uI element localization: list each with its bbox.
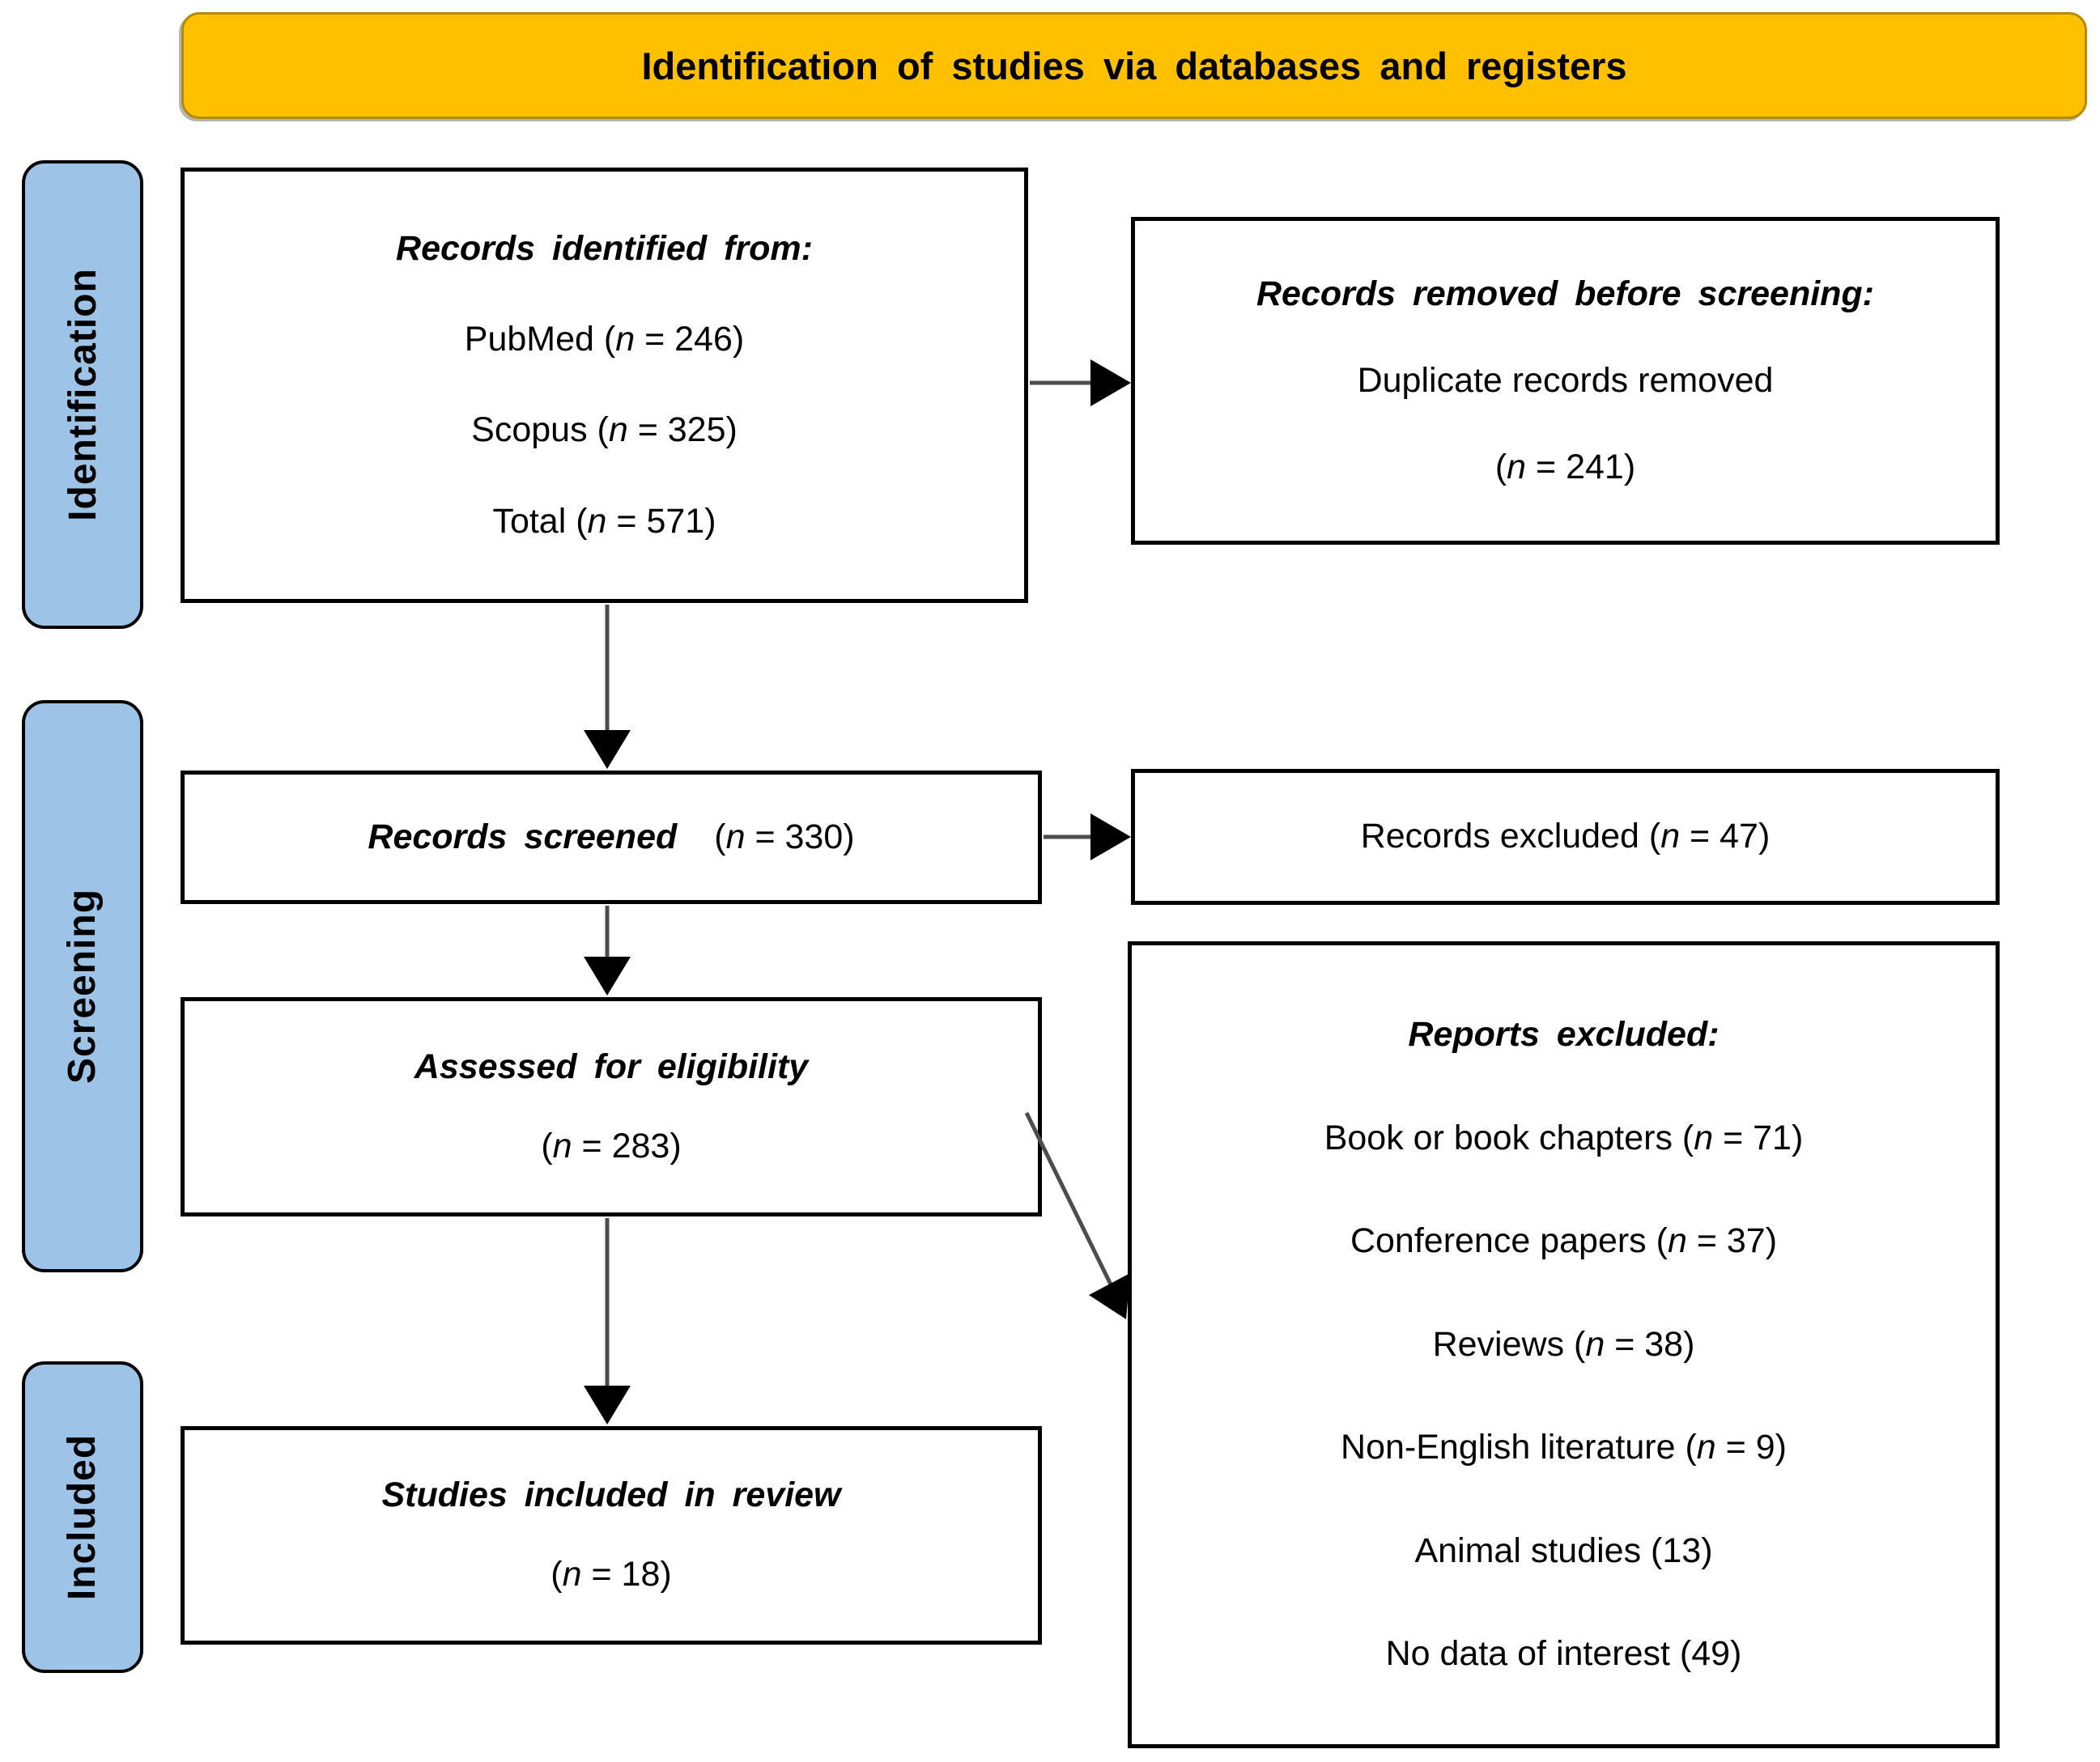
arrow-eligibility-to-included [584,1218,631,1424]
box-line: Scopus (n = 325) [471,410,738,450]
box-line: Duplicate records removed [1357,360,1774,400]
box-count: (n = 283) [541,1126,682,1165]
arrow-identified-to-removed [1030,359,1131,406]
box-heading: Records removed before screening: [1256,274,1875,313]
banner-title-text: Identification of studies via databases … [641,44,1627,87]
stage-label-identification-text: Identification [61,268,104,521]
box-line: Animal studies (13) [1414,1531,1713,1570]
arrow-screened-to-eligibility [584,906,631,996]
box-records-removed: Records removed before screening: Duplic… [1131,217,2000,545]
arrow-screened-to-records-excluded [1044,813,1131,860]
box-line: Book or book chapters (n = 71) [1324,1118,1804,1157]
box-line: Reviews (n = 38) [1432,1324,1695,1364]
arrow-identified-to-screened [584,605,631,769]
stage-label-included: Included [22,1361,143,1673]
box-line: Conference papers (n = 37) [1350,1221,1778,1261]
box-studies-included: Studies included in review (n = 18) [181,1426,1042,1645]
box-line: Records excluded (n = 47) [1360,817,1771,856]
box-count: (n = 18) [551,1555,672,1594]
box-line: PubMed (n = 246) [464,320,745,359]
box-line: (n = 241) [1494,447,1636,486]
stage-label-screening-text: Screening [61,888,104,1085]
box-records-screened: Records screened (n = 330) [181,771,1042,904]
box-reports-excluded: Reports excluded: Book or book chapters … [1128,941,2000,1748]
stage-label-included-text: Included [61,1433,104,1601]
box-line: Non-English literature (n = 9) [1341,1428,1787,1467]
box-heading: Reports excluded: [1408,1015,1720,1055]
stage-label-screening: Screening [22,700,143,1272]
box-records-identified: Records identified from: PubMed (n = 246… [181,168,1028,603]
box-records-excluded: Records excluded (n = 47) [1131,769,2000,905]
box-count: (n = 330) [714,817,855,856]
box-assessed-eligibility: Assessed for eligibility (n = 283) [181,997,1042,1216]
box-line: Total (n = 571) [492,501,716,541]
box-heading: Records identified from: [396,228,813,268]
box-line: No data of interest (49) [1385,1634,1742,1674]
box-heading: Assessed for eligibility [414,1047,809,1086]
arrow-eligibility-to-reports-excluded [1024,1111,1130,1319]
stage-label-identification: Identification [22,160,143,629]
box-heading: Records screened [368,817,678,856]
box-heading: Studies included in review [381,1475,841,1515]
banner-title: Identification of studies via databases … [181,12,2087,119]
